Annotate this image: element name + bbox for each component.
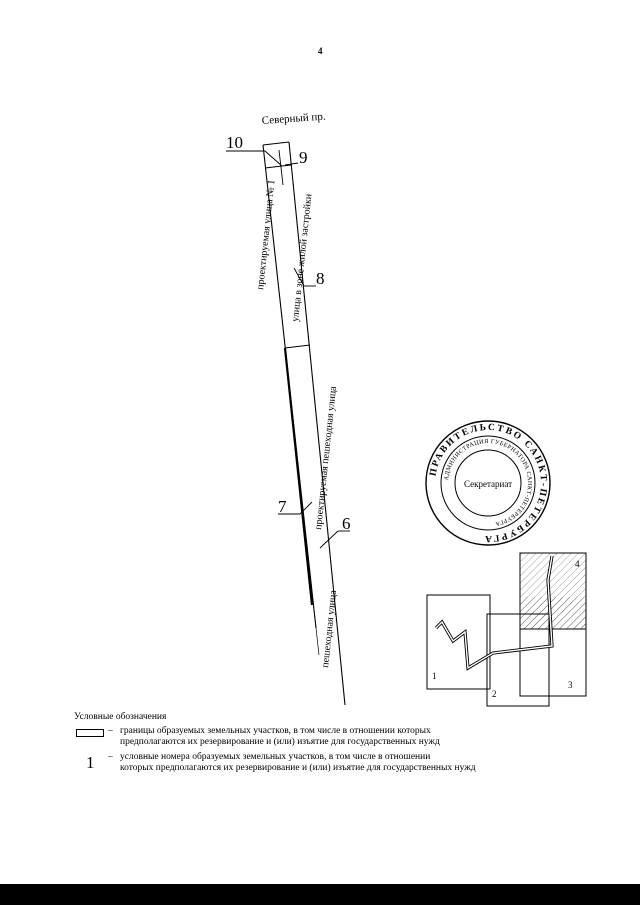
strip-top-edge	[262, 141, 290, 146]
plot-number-7: 7	[278, 497, 287, 516]
map-legend: Условные обозначения – границы образуемы…	[74, 712, 614, 774]
legend-item-boundary: – границы образуемых земельных участков,…	[74, 726, 614, 748]
legend-text-line: условные номера образуемых земельных уча…	[120, 752, 431, 762]
legend-text-line: предполагаются их резервирование и (или)…	[120, 737, 440, 747]
scan-bottom-edge	[0, 884, 640, 905]
legend-item-number: 1 – условные номера образуемых земельных…	[74, 752, 614, 774]
legend-text-line: которых предполагаются их резервирование…	[120, 763, 476, 773]
inset-label-2: 2	[492, 689, 497, 699]
inset-frame-1	[426, 594, 491, 690]
street-label-pedestrian: пешеходная улица	[320, 589, 339, 668]
boundary-swatch-icon	[76, 729, 104, 737]
plot-number-9: 9	[299, 148, 308, 167]
legend-number-symbol: 1	[86, 753, 95, 772]
label-leaders	[226, 150, 350, 549]
inset-frame-3	[519, 628, 587, 697]
inset-diagram	[426, 552, 587, 707]
inset-label-1: 1	[432, 671, 437, 681]
plot9-left-boundary	[278, 149, 284, 186]
strip-divider-upper	[264, 164, 292, 169]
page-number: 4	[318, 46, 323, 56]
official-seal: ПРАВИТЕЛЬСТВО САНКТ-ПЕТЕРБУРГА АДМИНИСТР…	[425, 420, 551, 546]
street-label-residential: улица в зоне жилой застройки	[290, 193, 314, 323]
inset-label-4: 4	[575, 559, 580, 569]
seal-center-text: Секретариат	[464, 479, 512, 489]
street-label-projected-pedestrian: проектируемая пешеходная улица	[313, 385, 339, 530]
strip-divider-middle	[284, 344, 311, 349]
plot-number-6: 6	[342, 514, 351, 533]
inset-label-3: 3	[568, 680, 573, 690]
street-label-projected-1: проектируемая улица № 1	[255, 179, 277, 290]
strip-inner-line-2	[292, 419, 320, 656]
inset-hatched-upper	[520, 553, 586, 597]
street-north-label: Северный пр.	[261, 111, 326, 127]
inset-hatched-area	[520, 597, 586, 629]
plot-number-8: 8	[316, 269, 325, 288]
street-strip	[262, 141, 346, 706]
strip-inner-line	[283, 347, 314, 606]
strip-right-edge	[288, 141, 346, 706]
legend-dash: –	[108, 752, 113, 762]
legend-dash: –	[108, 726, 113, 736]
legend-text-line: границы образуемых земельных участков, в…	[120, 726, 431, 736]
plot-number-10: 10	[226, 133, 243, 152]
legend-title: Условные обозначения	[74, 712, 167, 722]
inset-frame-2	[486, 613, 550, 707]
